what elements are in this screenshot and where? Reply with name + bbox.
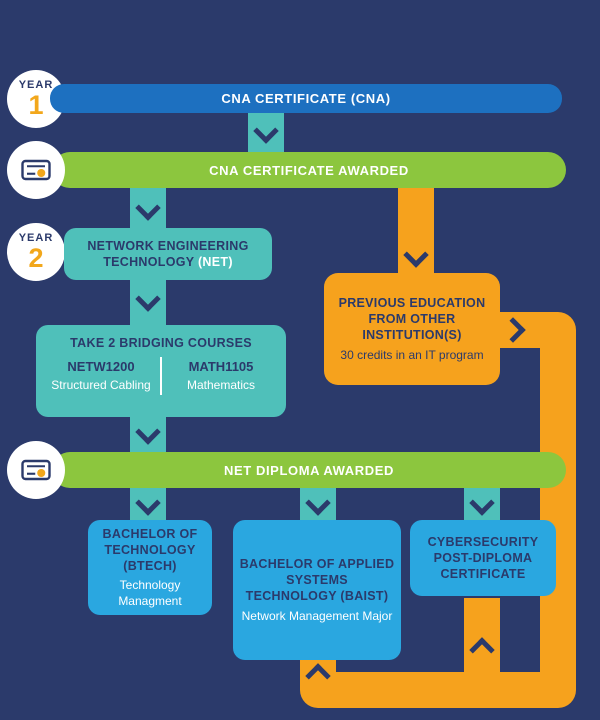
net-title: NETWORK ENGINEERING TECHNOLOGY xyxy=(87,238,249,269)
baist-box: BACHELOR OF APPLIED SYSTEMS TECHNOLOGY (… xyxy=(233,520,401,660)
cna-awarded-bar: CNA CERTIFICATE AWARDED xyxy=(52,152,566,188)
previous-education-subtitle: 30 credits in an IT program xyxy=(340,347,484,362)
bridging-title: TAKE 2 BRIDGING COURSES xyxy=(70,336,252,350)
course-name: Mathematics xyxy=(186,377,256,392)
cna-award-badge xyxy=(7,141,65,199)
btech-box: BACHELOR OF TECHNOLOGY (BTECH) Technolog… xyxy=(88,520,212,615)
previous-education-box: PREVIOUS EDUCATION FROM OTHER INSTITUTIO… xyxy=(324,273,500,385)
btech-title: BACHELOR OF TECHNOLOGY (BTECH) xyxy=(102,526,198,574)
net-code: (NET) xyxy=(197,255,233,269)
course-netw1200: NETW1200 Structured Cabling xyxy=(42,357,160,394)
net-diploma-award-badge xyxy=(7,441,65,499)
certificate-icon xyxy=(21,459,51,481)
course-name: Structured Cabling xyxy=(51,377,151,392)
year-number: 1 xyxy=(28,89,44,120)
course-code: MATH1105 xyxy=(188,359,254,375)
bridging-courses: NETW1200 Structured Cabling MATH1105 Mat… xyxy=(42,357,280,395)
course-math1105: MATH1105 Mathematics xyxy=(160,357,280,395)
cybersecurity-box: CYBERSECURITY POST-DIPLOMA CERTIFICATE xyxy=(410,520,556,596)
btech-subtitle: Technology Managment xyxy=(118,578,182,608)
cna-certificate-label: CNA CERTIFICATE (CNA) xyxy=(221,91,391,106)
baist-title: BACHELOR OF APPLIED SYSTEMS TECHNOLOGY (… xyxy=(239,556,395,604)
bridging-courses-box: TAKE 2 BRIDGING COURSES NETW1200 Structu… xyxy=(36,325,286,417)
cna-awarded-label: CNA CERTIFICATE AWARDED xyxy=(209,162,409,178)
year-2-badge: YEAR 2 xyxy=(7,223,65,281)
net-diploma-label: NET DIPLOMA AWARDED xyxy=(223,462,395,478)
orange-path xyxy=(300,170,576,708)
net-diploma-bar: NET DIPLOMA AWARDED xyxy=(52,452,566,488)
previous-education-title: PREVIOUS EDUCATION FROM OTHER INSTITUTIO… xyxy=(338,295,486,343)
course-code: NETW1200 xyxy=(67,359,135,375)
certificate-icon xyxy=(21,159,51,181)
cna-certificate-bar: CNA CERTIFICATE (CNA) xyxy=(50,84,562,113)
year-label: YEAR xyxy=(18,79,54,92)
year-label: YEAR xyxy=(18,232,54,245)
net-program-box: NETWORK ENGINEERING TECHNOLOGY (NET) xyxy=(64,228,272,280)
cybersecurity-title: CYBERSECURITY POST-DIPLOMA CERTIFICATE xyxy=(427,534,539,582)
year-number: 2 xyxy=(28,242,44,273)
baist-subtitle: Network Management Major xyxy=(241,608,393,623)
